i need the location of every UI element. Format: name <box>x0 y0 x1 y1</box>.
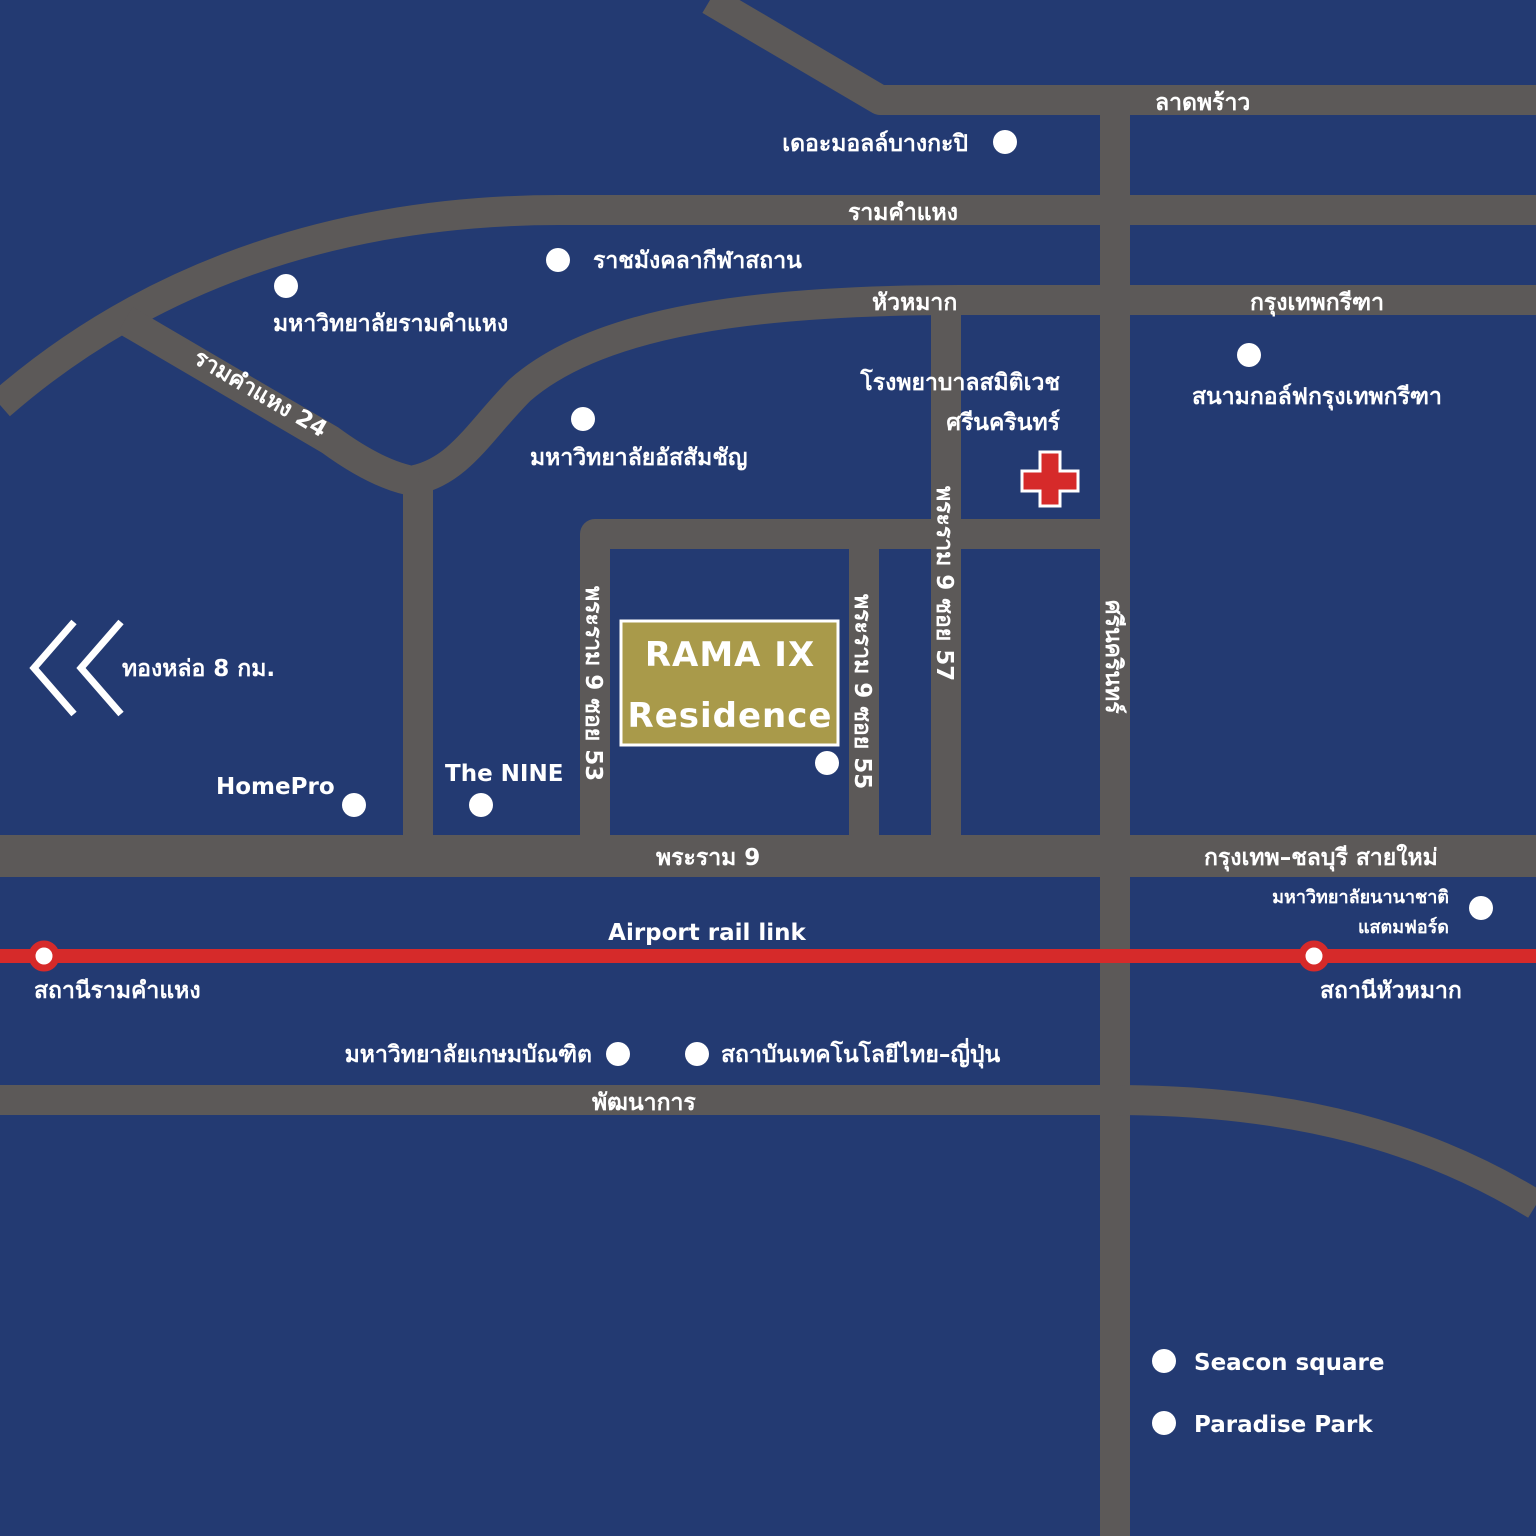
poi-marker-ru <box>274 274 298 298</box>
poi-label-paradise: Paradise Park <box>1194 1412 1373 1438</box>
points-of-interest: เดอะมอลล์บางกะปิ ราชมังคลากีฬาสถาน มหาวิ… <box>216 130 1493 1438</box>
poi-label-hospital-line1: โรงพยาบาลสมิติเวช <box>859 368 1060 396</box>
road-label-soi-57: พระราม 9 ซอย 57 <box>931 486 957 681</box>
direction-thonglor-label: ทองหล่อ 8 กม. <box>122 656 275 682</box>
poi-marker-the-nine <box>469 793 493 817</box>
poi-label-ru: มหาวิทยาลัยรามคำแหง <box>273 311 508 337</box>
road-label-phatthanakan: พัฒนาการ <box>592 1090 696 1116</box>
poi-marker-tni <box>685 1042 709 1066</box>
project-name-line2: Residence <box>628 696 833 736</box>
road-label-ramkhamhaeng: รามคำแหง <box>848 200 958 226</box>
poi-label-golf: สนามกอล์ฟกรุงเทพกรีฑา <box>1192 383 1442 411</box>
station-hua-mak-marker <box>1298 940 1330 972</box>
station-ramkhamhaeng-marker <box>28 940 60 972</box>
poi-marker-project <box>815 751 839 775</box>
road-hua-mak <box>411 285 1536 495</box>
poi-marker-seacon <box>1152 1349 1176 1373</box>
station-ramkhamhaeng-label: สถานีรามคำแหง <box>34 978 201 1004</box>
poi-label-stamford-line1: มหาวิทยาลัยนานาชาติ <box>1272 887 1449 908</box>
road-label-rama9: พระราม 9 <box>656 845 760 871</box>
poi-label-seacon: Seacon square <box>1194 1350 1385 1376</box>
road-label-soi-53: พระราม 9 ซอย 53 <box>580 586 606 781</box>
road-label-krungthep-kreetha: กรุงเทพกรีฑา <box>1250 290 1384 317</box>
road-label-bkk-chonburi: กรุงเทพ–ชลบุรี สายใหม่ <box>1204 843 1438 872</box>
double-chevron-left-icon <box>29 619 124 717</box>
airport-rail-link: Airport rail link สถานีรามคำแหง สถานีหัว… <box>0 920 1536 1004</box>
project-marker: RAMA IX Residence <box>619 619 840 747</box>
poi-marker-kasem <box>606 1042 630 1066</box>
poi-label-tni: สถาบันเทคโนโลยีไทย–ญี่ปุ่น <box>721 1037 1001 1069</box>
road-label-lat-phrao: ลาดพร้าว <box>1155 90 1250 116</box>
rail-label: Airport rail link <box>608 920 806 946</box>
poi-label-rajamangala: ราชมังคลากีฬาสถาน <box>593 248 802 274</box>
poi-marker-homepro <box>342 793 366 817</box>
poi-marker-stamford <box>1469 896 1493 920</box>
road-label-hua-mak: หัวหมาก <box>872 290 957 316</box>
direction-thonglor: ทองหล่อ 8 กม. <box>29 619 275 717</box>
poi-label-the-mall: เดอะมอลล์บางกะปิ <box>782 130 968 157</box>
station-hua-mak-label: สถานีหัวหมาก <box>1320 978 1462 1004</box>
poi-label-stamford-line2: แสตมฟอร์ด <box>1358 916 1449 938</box>
project-box <box>619 619 840 747</box>
road-label-srinakarin: ศรีนครินทร์ <box>1100 600 1127 714</box>
poi-label-kasem: มหาวิทยาลัยเกษมบัณฑิต <box>345 1042 592 1068</box>
poi-label-au: มหาวิทยาลัยอัสสัมชัญ <box>530 445 748 471</box>
road-label-soi-55: พระราม 9 ซอย 55 <box>849 594 875 789</box>
poi-label-homepro: HomePro <box>216 774 335 800</box>
poi-marker-golf <box>1237 343 1261 367</box>
hospital-cross-icon <box>1020 450 1080 508</box>
poi-marker-paradise <box>1152 1411 1176 1435</box>
road-ramkhamhaeng <box>0 195 1536 417</box>
road-phatthanakan <box>0 1085 1536 1218</box>
poi-label-the-nine: The NINE <box>445 761 563 787</box>
poi-marker-rajamangala <box>546 248 570 272</box>
road-ramkhamhaeng-24 <box>117 307 421 497</box>
poi-label-hospital-line2: ศรีนครินทร์ <box>946 409 1060 436</box>
road-lat-phrao <box>702 0 1536 115</box>
poi-marker-the-mall <box>993 130 1017 154</box>
poi-marker-au <box>571 407 595 431</box>
project-name-line1: RAMA IX <box>645 635 815 675</box>
